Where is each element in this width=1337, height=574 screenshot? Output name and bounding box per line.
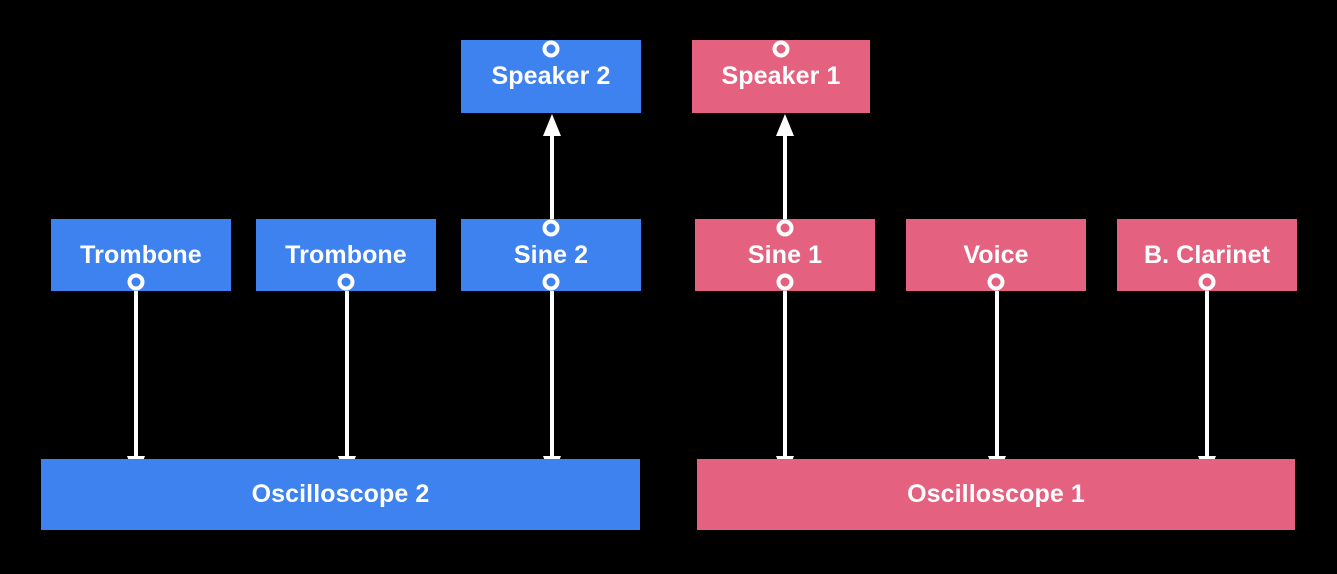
wire-arrowhead	[776, 114, 794, 136]
node-speaker-2[interactable]: Speaker 2	[461, 40, 641, 113]
node-trombone-b[interactable]: Trombone	[256, 219, 436, 291]
port-bottom-sine-2[interactable]	[542, 273, 560, 291]
node-label-voice: Voice	[963, 240, 1029, 269]
connection-wire-sine2-osc2[interactable]	[543, 282, 561, 478]
node-sine-2[interactable]: Sine 2	[461, 219, 641, 291]
node-label-sine-1: Sine 1	[747, 240, 823, 269]
connection-wire-voice-osc1[interactable]	[988, 282, 1006, 478]
node-trombone-a[interactable]: Trombone	[51, 219, 231, 291]
port-bottom-b-clarinet[interactable]	[1198, 273, 1216, 291]
node-label-speaker-1: Speaker 1	[721, 62, 841, 90]
port-bottom-trombone-b[interactable]	[337, 273, 355, 291]
connection-wire-sine2-speaker2[interactable]	[543, 114, 561, 228]
node-label-trombone-b: Trombone	[285, 240, 407, 269]
node-sine-1[interactable]: Sine 1	[695, 219, 875, 291]
node-oscilloscope-1[interactable]: Oscilloscope 1	[697, 459, 1295, 530]
port-bottom-sine-1[interactable]	[776, 273, 794, 291]
connection-wire-clarinet-osc1[interactable]	[1198, 282, 1216, 478]
node-label-trombone-a: Trombone	[80, 240, 202, 269]
node-speaker-1[interactable]: Speaker 1	[692, 40, 870, 113]
port-top-speaker-1[interactable]	[772, 40, 790, 58]
port-top-speaker-2[interactable]	[542, 40, 560, 58]
port-bottom-voice[interactable]	[987, 273, 1005, 291]
node-label-speaker-2: Speaker 2	[491, 62, 611, 90]
node-label-sine-2: Sine 2	[513, 240, 589, 269]
port-bottom-trombone-a[interactable]	[127, 273, 145, 291]
port-top-sine-2[interactable]	[542, 219, 560, 237]
node-label-oscilloscope-1: Oscilloscope 1	[907, 480, 1085, 508]
node-label-oscilloscope-2: Oscilloscope 2	[251, 480, 430, 508]
connection-wire-sine1-speaker1[interactable]	[776, 114, 794, 228]
node-oscilloscope-2[interactable]: Oscilloscope 2	[41, 459, 640, 530]
connection-wire-sine1-osc1[interactable]	[776, 282, 794, 478]
connection-wire-tromboneB-osc2[interactable]	[338, 282, 356, 478]
connection-wire-tromboneA-osc2[interactable]	[127, 282, 145, 478]
node-b-clarinet[interactable]: B. Clarinet	[1117, 219, 1297, 291]
node-voice[interactable]: Voice	[906, 219, 1086, 291]
node-label-b-clarinet: B. Clarinet	[1143, 240, 1271, 269]
wire-arrowhead	[543, 114, 561, 136]
port-top-sine-1[interactable]	[776, 219, 794, 237]
